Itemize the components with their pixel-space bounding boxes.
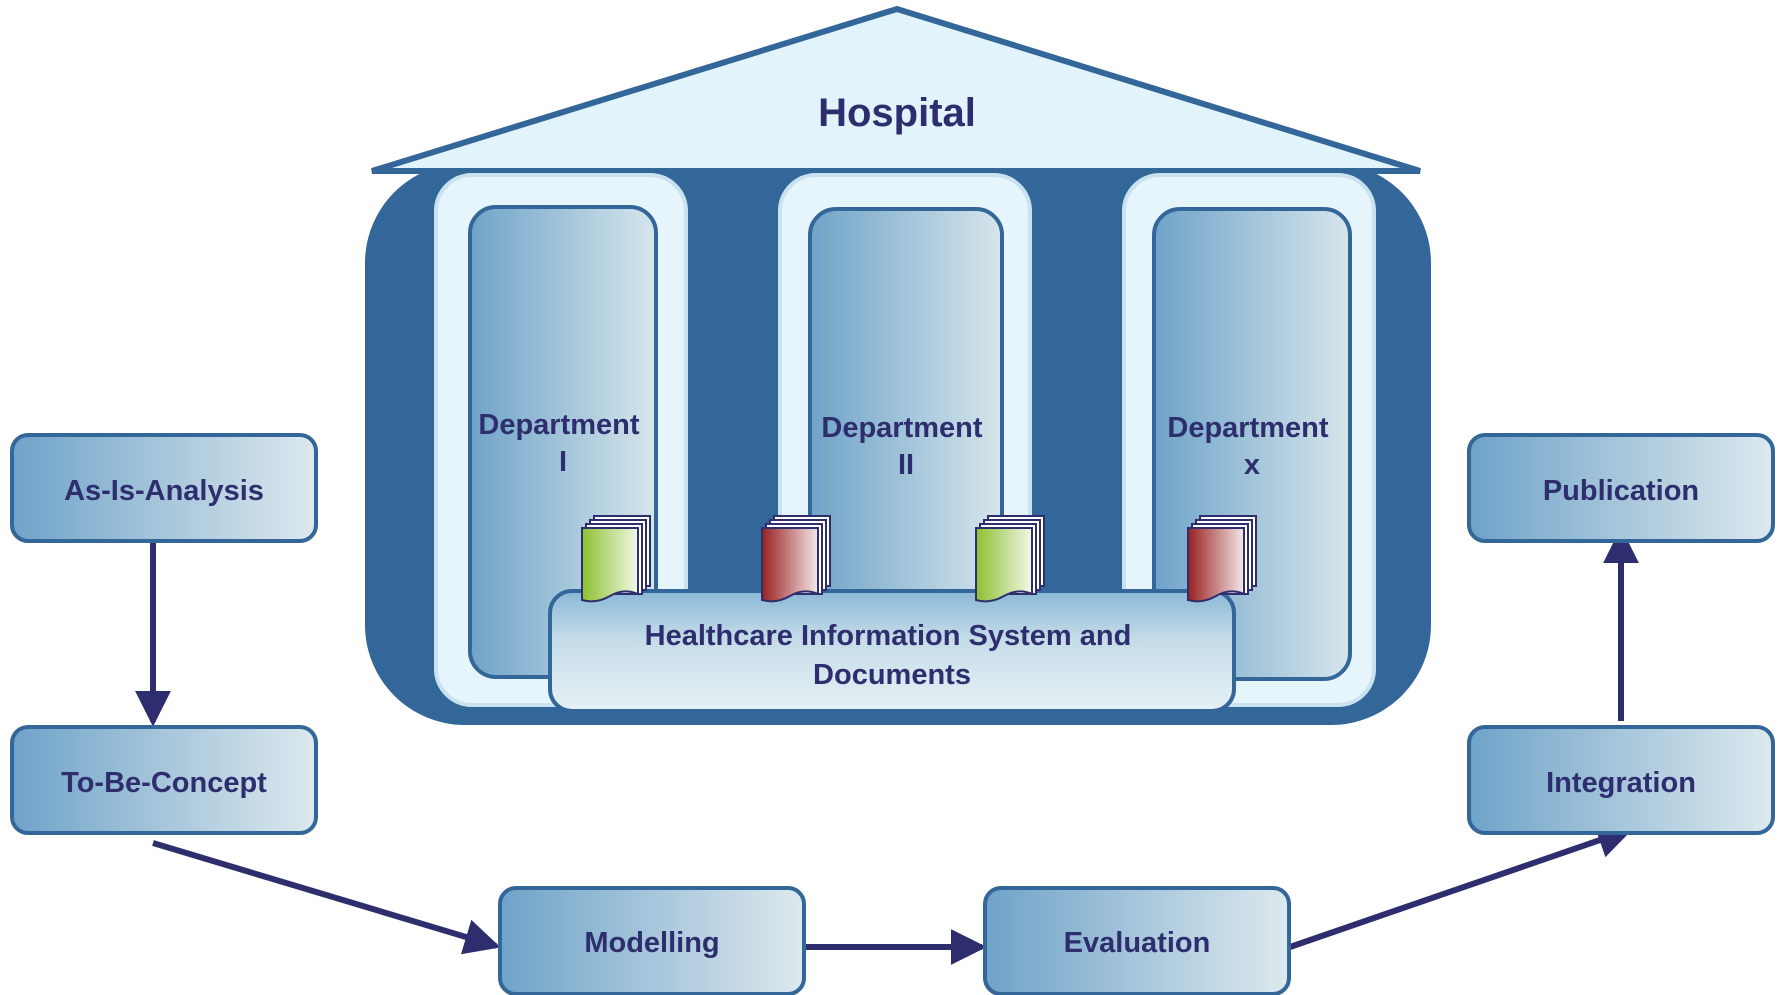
hospital-title: Hospital xyxy=(818,91,976,135)
document-stack-icon xyxy=(975,515,1045,603)
department-2-number: II xyxy=(898,449,914,481)
modelling-label: Modelling xyxy=(584,927,719,959)
publication-label: Publication xyxy=(1543,475,1699,507)
integration-label: Integration xyxy=(1546,767,1696,799)
svg-text:Healthcare Information System: Healthcare Information System and Docume… xyxy=(645,620,1140,691)
department-x-number: x xyxy=(1244,449,1260,481)
process-arrows xyxy=(135,527,1639,965)
hospital-building: Hospital Department I Department II Depa xyxy=(365,5,1431,725)
to-be-concept-label: To-Be-Concept xyxy=(61,767,267,799)
as-is-analysis-box: As-Is-Analysis xyxy=(10,433,318,543)
as-is-analysis-label: As-Is-Analysis xyxy=(64,475,264,507)
publication-box: Publication xyxy=(1467,433,1775,543)
svg-text:Department II: Department II xyxy=(821,412,990,481)
department-1-label: Department xyxy=(478,409,639,441)
department-pillar-x: Department x xyxy=(1122,173,1376,707)
his-label-line1: Healthcare Information System and xyxy=(645,620,1132,652)
department-2-label: Department xyxy=(821,412,982,444)
arrow-evaluation-to-integration xyxy=(1289,823,1634,950)
document-stack-icon xyxy=(581,515,651,603)
evaluation-label: Evaluation xyxy=(1064,927,1211,959)
hospital-roof xyxy=(371,5,1421,174)
to-be-concept-box: To-Be-Concept xyxy=(10,725,318,835)
integration-box: Integration xyxy=(1467,725,1775,835)
his-label-line2: Documents xyxy=(813,659,971,691)
evaluation-box: Evaluation xyxy=(983,886,1291,995)
document-stack-icon xyxy=(1187,515,1257,603)
department-x-label: Department xyxy=(1167,412,1328,444)
modelling-box: Modelling xyxy=(498,886,806,995)
his-bar: Healthcare Information System and Docume… xyxy=(548,589,1236,713)
svg-text:Department x: Department x xyxy=(1167,412,1336,481)
svg-text:Department I: Department I xyxy=(478,409,647,478)
department-1-number: I xyxy=(559,446,567,478)
document-stack-icon xyxy=(761,515,831,603)
arrow-tobe-to-modelling xyxy=(152,840,501,955)
